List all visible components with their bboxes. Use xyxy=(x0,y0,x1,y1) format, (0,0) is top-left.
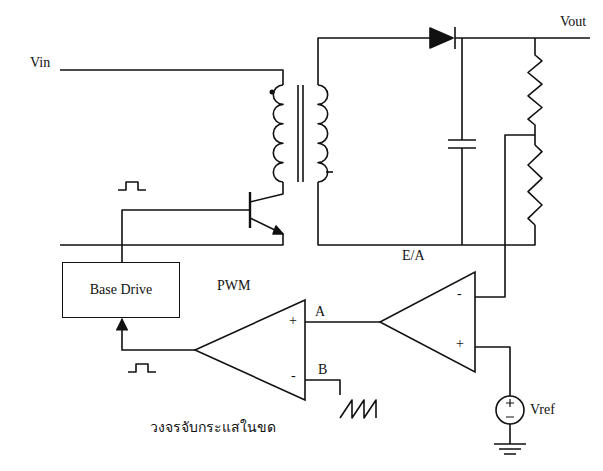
return-rail xyxy=(318,182,535,245)
amplifier-triangle xyxy=(195,300,305,400)
signal-wire xyxy=(305,321,380,323)
input-sign: + xyxy=(456,336,464,351)
pwm-comparator: PWM xyxy=(195,300,305,400)
input-sign: - xyxy=(291,368,296,383)
vref-source xyxy=(496,396,524,424)
vref-polarity xyxy=(506,399,514,417)
signal-name: Vref xyxy=(530,402,555,417)
pulse-symbol xyxy=(118,182,146,190)
ref-wire xyxy=(475,347,510,396)
capacitor-symbol xyxy=(448,38,476,245)
box-label: Base Drive xyxy=(90,282,153,297)
signal-name: Vout xyxy=(560,14,586,29)
ramp-wire xyxy=(305,380,340,395)
input-sign: + xyxy=(289,313,297,328)
amplifier-name: E/A xyxy=(402,248,425,263)
signal-wire xyxy=(122,319,195,350)
resistor-symbol xyxy=(528,38,542,145)
emitter-arrow xyxy=(273,226,283,234)
diode-symbol xyxy=(454,27,456,49)
amplifier-outline xyxy=(195,300,305,400)
polarity-mark xyxy=(326,171,333,173)
transformer-core xyxy=(297,85,299,182)
pulse-symbol xyxy=(128,364,156,372)
input-sign: - xyxy=(457,286,462,301)
transistor-collector xyxy=(250,182,283,202)
base-drive-box: Base Drive xyxy=(62,262,180,318)
ground-symbol xyxy=(494,424,526,454)
feedback-wire xyxy=(475,135,535,297)
secondary-winding xyxy=(318,85,328,182)
transformer-core xyxy=(302,85,304,182)
sawtooth-symbol xyxy=(340,400,376,418)
transistor-emitter xyxy=(60,218,283,245)
node-name: B xyxy=(318,362,327,377)
amplifier-name: PWM xyxy=(217,278,250,293)
caption-note: วงจรจับกระแสในขด xyxy=(150,420,276,435)
polarity-dot xyxy=(270,90,275,95)
secondary-wire xyxy=(318,38,430,85)
primary-winding xyxy=(273,85,283,182)
vout-wire xyxy=(455,37,590,39)
node-name: A xyxy=(313,304,327,319)
resistor-symbol xyxy=(528,145,542,225)
base-wire xyxy=(122,210,250,262)
signal-name: Vin xyxy=(30,55,50,70)
amplifier-outline xyxy=(380,272,475,372)
diode-symbol xyxy=(430,28,453,48)
vin-wire xyxy=(60,70,283,85)
